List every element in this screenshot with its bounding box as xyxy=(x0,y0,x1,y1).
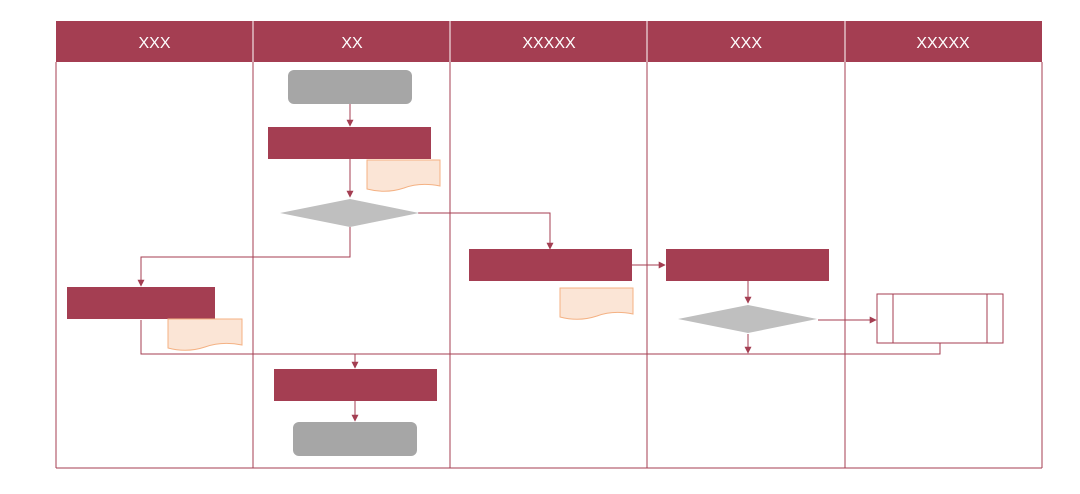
end-terminator xyxy=(293,422,417,456)
document-shape-lane1 xyxy=(167,318,243,351)
decision-diamond-2 xyxy=(678,305,817,333)
lane-4-title: XXX xyxy=(730,35,762,52)
lane-5-title: XXXXX xyxy=(916,35,970,52)
connectors xyxy=(137,104,941,422)
predefined-process-box xyxy=(876,293,1004,344)
lane-2-title: XX xyxy=(341,35,363,52)
header-separators xyxy=(252,21,846,62)
lane-1-title: XXX xyxy=(138,35,170,52)
process-box-1 xyxy=(268,127,431,159)
decision-diamond-1 xyxy=(280,199,419,227)
document-shape-1 xyxy=(366,159,441,192)
connector-decision-to-lane1 xyxy=(137,227,351,287)
lane-3-title: XXXXX xyxy=(522,35,576,52)
start-terminator xyxy=(288,70,412,104)
header-bar xyxy=(56,21,1042,62)
connector-decision-to-lane3 xyxy=(418,212,554,250)
process-box-lane4 xyxy=(666,249,829,281)
process-box-final xyxy=(274,369,437,401)
document-shape-lane3 xyxy=(559,287,634,320)
process-box-lane1 xyxy=(67,287,215,319)
process-box-lane3 xyxy=(469,249,632,281)
connector-lane1-to-bottom xyxy=(140,320,941,355)
